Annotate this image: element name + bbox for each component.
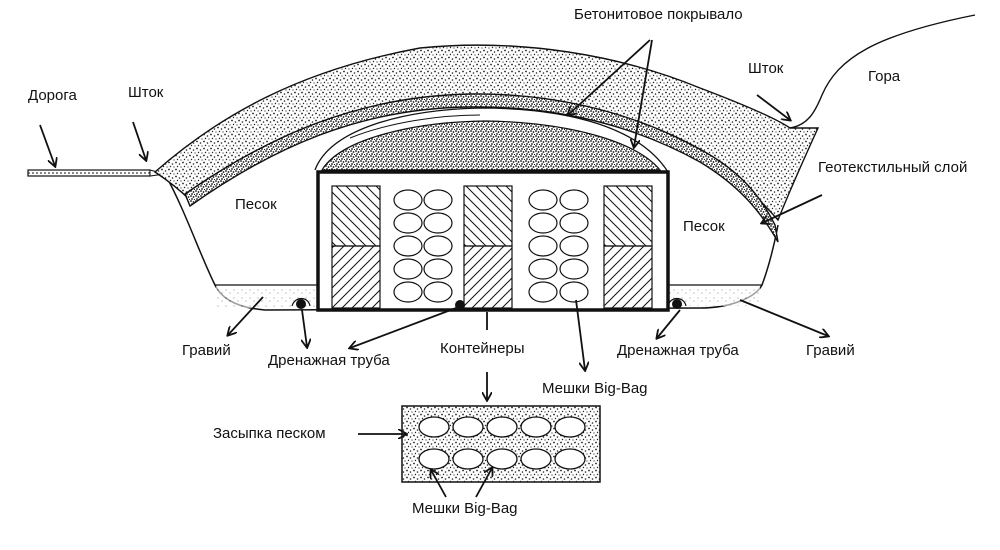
arrow-geotextile — [762, 194, 823, 223]
label-drainage-left: Дренажная труба — [268, 352, 390, 369]
arrow-containers — [350, 307, 457, 348]
label-gravel-right: Гравий — [806, 342, 855, 359]
label-containers: Контейнеры — [440, 340, 525, 357]
arrow-bigbag-bottom-1 — [431, 470, 447, 498]
drainage-pipe-right — [667, 297, 687, 309]
drainage-pipe-center — [455, 300, 465, 310]
arrow-bentonite-2 — [634, 39, 653, 147]
label-sand-left: Песок — [235, 196, 277, 213]
arrow-drainage-left — [302, 309, 307, 347]
container-1-top — [331, 185, 381, 247]
container-2-bottom — [463, 245, 513, 309]
label-gravel-left: Гравий — [182, 342, 231, 359]
drainage-pipe-left — [291, 297, 311, 309]
label-road: Дорога — [28, 87, 77, 104]
label-drain-left: Шток — [128, 84, 164, 101]
arrow-drain-right — [756, 94, 790, 120]
arrow-bentonite-1 — [568, 39, 651, 115]
arrow-road — [39, 124, 55, 166]
container-3-bottom — [603, 245, 653, 309]
container-2-top — [463, 185, 513, 247]
arrow-gravel-right — [739, 299, 828, 336]
mountain-outline — [789, 14, 976, 129]
label-drain-right: Шток — [748, 60, 784, 77]
label-geotextile: Геотекстильный слой — [818, 159, 968, 176]
container-3-top — [603, 185, 653, 247]
label-bentonite-cover: Бетонитовое покрывало — [574, 6, 743, 23]
arrow-gravel-left — [228, 296, 264, 335]
label-bigbag-top: Мешки Big-Bag — [542, 380, 648, 397]
bentonite-layer — [184, 93, 779, 243]
pit-boundary — [164, 173, 779, 311]
detail-bigbags — [418, 416, 586, 470]
bigbag-stack-left — [393, 189, 453, 303]
arrow-drain-left — [132, 121, 146, 160]
label-sand-right: Песок — [683, 218, 725, 235]
label-drainage-right: Дренажная труба — [617, 342, 739, 359]
bigbag-stack-right — [528, 189, 589, 303]
sand-mound — [320, 120, 662, 171]
label-sand-backfill: Засыпка песком — [213, 425, 326, 442]
label-bigbag-bottom: Мешки Big-Bag — [412, 500, 518, 517]
arrow-bigbag-top — [575, 299, 585, 370]
arrow-bigbag-bottom-2 — [475, 468, 492, 498]
container-1-bottom — [331, 245, 381, 309]
label-mountain: Гора — [868, 68, 901, 85]
arrow-drainage-right — [657, 309, 681, 338]
